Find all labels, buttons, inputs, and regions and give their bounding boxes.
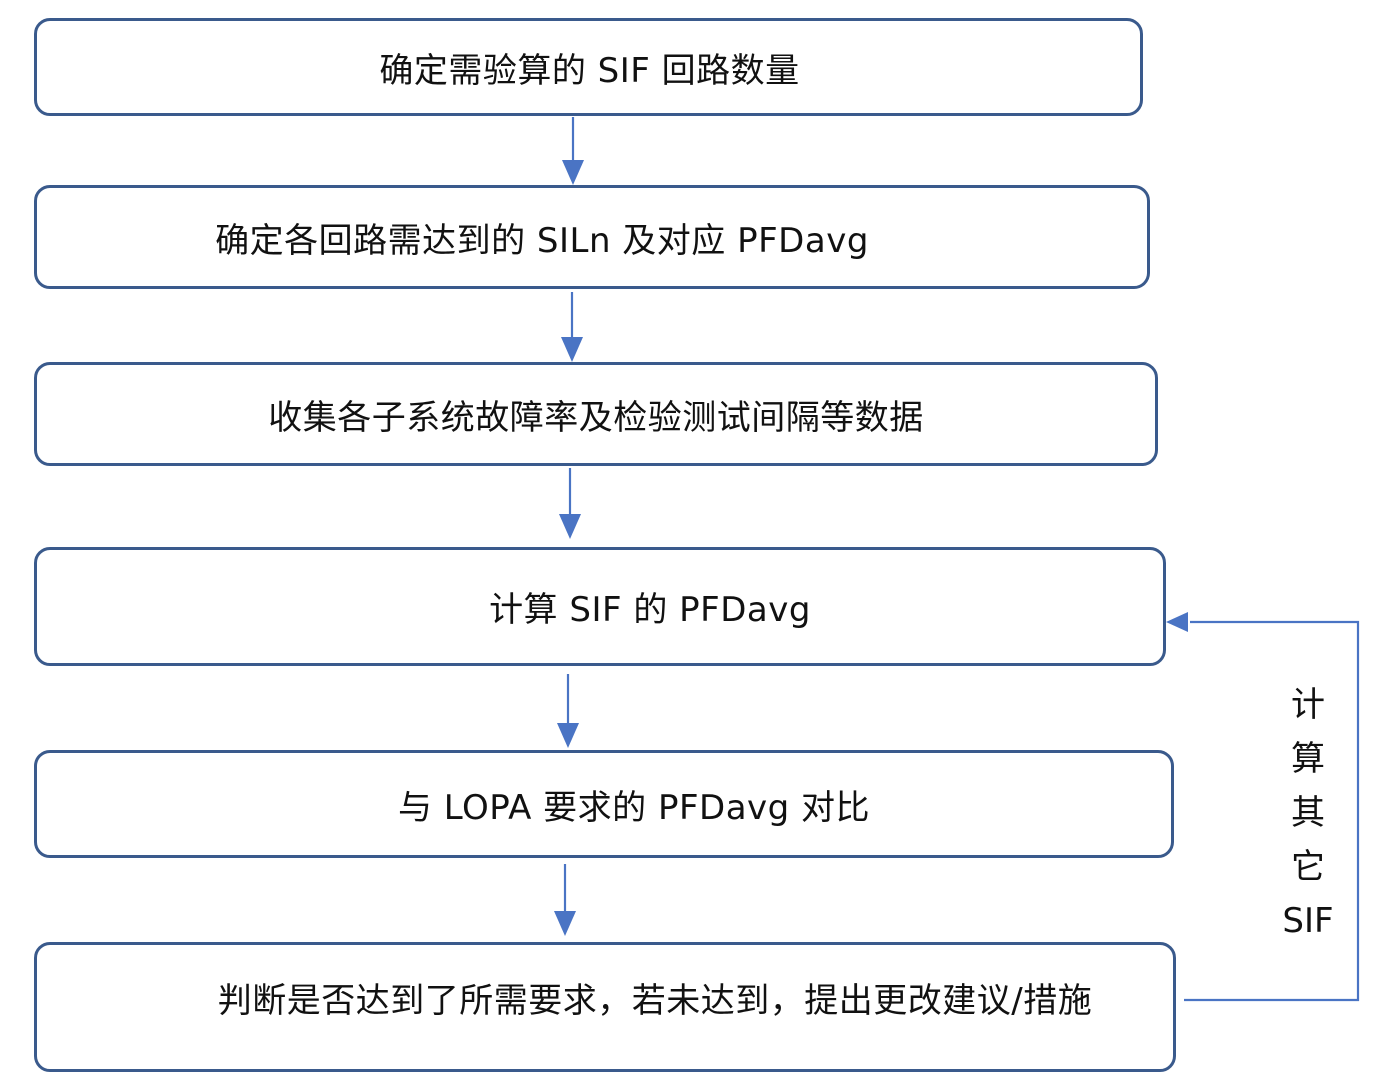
loop-label-char: SIF	[1282, 901, 1334, 941]
connectors	[554, 117, 1360, 1002]
step-determine-sil-pfdavg: 确定各回路需达到的 SILn 及对应 PFDavg	[34, 185, 1150, 289]
step-collect-failure-data: 收集各子系统故障率及检验测试间隔等数据	[34, 362, 1158, 466]
step-label: 与 LOPA 要求的 PFDavg 对比	[397, 787, 871, 828]
arrowhead-2	[561, 337, 583, 362]
step-compare-with-lopa: 与 LOPA 要求的 PFDavg 对比	[34, 750, 1174, 858]
arrowhead-3	[559, 514, 581, 539]
step-label: 收集各子系统故障率及检验测试间隔等数据	[268, 397, 924, 438]
step-determine-sif-count: 确定需验算的 SIF 回路数量	[34, 18, 1143, 116]
loop-label-char: 算	[1291, 739, 1325, 779]
step-judge-requirement: 判断是否达到了所需要求，若未达到，提出更改建议/措施	[34, 942, 1176, 1072]
step-label: 判断是否达到了所需要求，若未达到，提出更改建议/措施	[217, 981, 1093, 1021]
arrowhead-loop	[1166, 612, 1188, 632]
step-label: 确定各回路需达到的 SILn 及对应 PFDavg	[215, 220, 869, 261]
arrowhead-5	[554, 911, 576, 936]
loop-label-calculate-other-sif: 计 算 其 它 SIF	[1280, 678, 1336, 948]
loop-label-char: 计	[1291, 685, 1325, 725]
loop-label-char: 它	[1291, 847, 1325, 887]
step-label: 计算 SIF 的 PFDavg	[489, 590, 811, 630]
loop-label-char: 其	[1291, 793, 1325, 833]
arrowhead-4	[557, 723, 579, 748]
arrowhead-1	[562, 160, 584, 185]
step-calculate-pfdavg: 计算 SIF 的 PFDavg	[34, 547, 1166, 666]
step-label: 确定需验算的 SIF 回路数量	[379, 50, 800, 91]
